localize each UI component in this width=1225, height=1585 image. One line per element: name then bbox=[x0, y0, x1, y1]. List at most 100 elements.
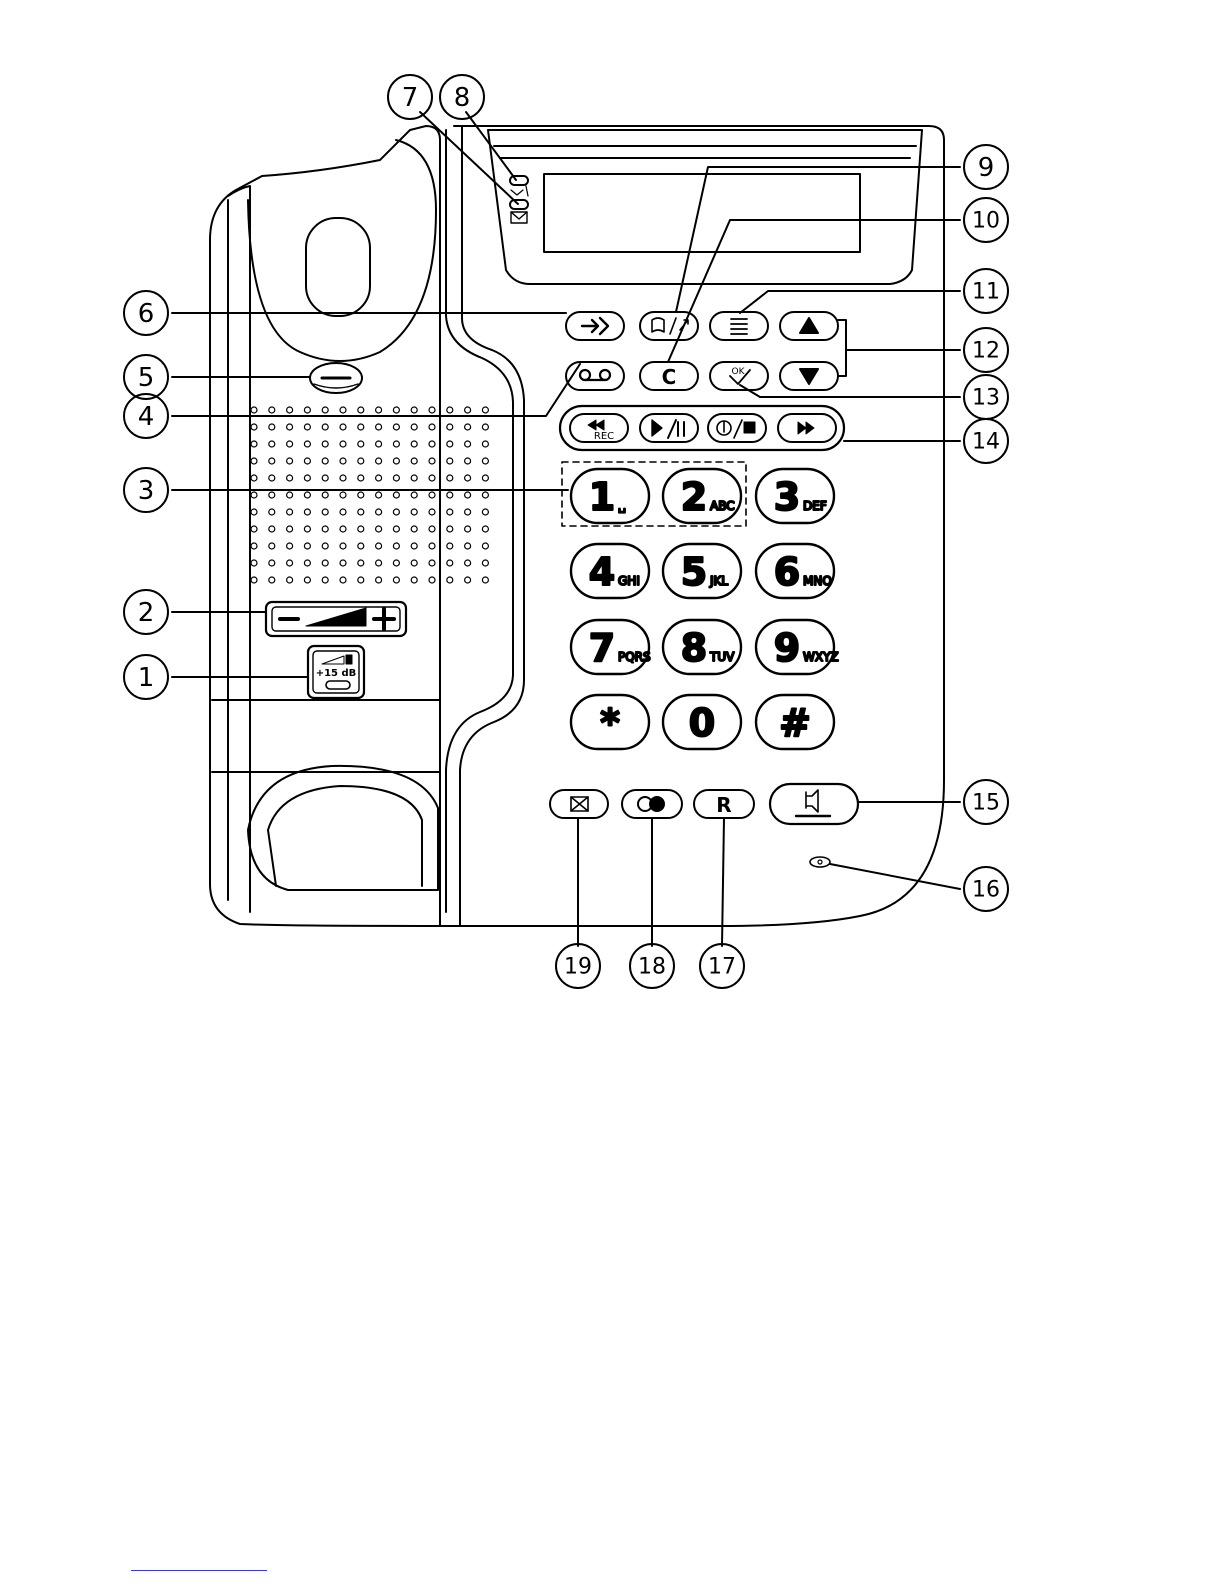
grille-hole bbox=[269, 458, 275, 464]
grille-hole bbox=[269, 441, 275, 447]
grille-hole bbox=[322, 509, 328, 515]
grille-hole bbox=[287, 492, 293, 498]
missed-call-led bbox=[510, 176, 528, 185]
grille-hole bbox=[465, 475, 471, 481]
callout-1: 1 bbox=[138, 663, 155, 693]
grille-hole bbox=[304, 458, 310, 464]
grille-hole bbox=[376, 526, 382, 532]
grille-hole bbox=[304, 424, 310, 430]
rewind-icon bbox=[588, 420, 604, 430]
key-digit: 6 bbox=[774, 550, 800, 594]
voicemail-button[interactable] bbox=[566, 362, 624, 390]
grille-hole bbox=[447, 492, 453, 498]
grille-hole bbox=[251, 475, 257, 481]
key-digit: 8 bbox=[681, 626, 707, 670]
grille-hole bbox=[465, 543, 471, 549]
grille-hole bbox=[269, 492, 275, 498]
grille-hole bbox=[482, 441, 488, 447]
grille-hole bbox=[340, 424, 346, 430]
callout-10: 10 bbox=[972, 209, 1000, 234]
grille-hole bbox=[447, 526, 453, 532]
grille-hole bbox=[411, 407, 417, 413]
footer-link-underline bbox=[131, 1570, 267, 1571]
key-digit: 3 bbox=[774, 475, 800, 519]
phonebook-redial-icon bbox=[652, 318, 688, 334]
callout-6: 6 bbox=[138, 299, 155, 329]
grille-hole bbox=[376, 543, 382, 549]
grille-hole bbox=[447, 441, 453, 447]
grille-hole bbox=[340, 509, 346, 515]
key-digit: * bbox=[600, 701, 620, 745]
grille-hole bbox=[376, 577, 382, 583]
key-digit: 5 bbox=[681, 550, 707, 594]
callout-15: 15 bbox=[972, 791, 1000, 816]
grille-hole bbox=[304, 475, 310, 481]
grille-hole bbox=[447, 509, 453, 515]
grille-hole bbox=[429, 509, 435, 515]
recall-label: R bbox=[716, 793, 731, 817]
hook-switch bbox=[306, 218, 370, 316]
grille-hole bbox=[251, 543, 257, 549]
callout-16: 16 bbox=[972, 878, 1000, 903]
menu-button[interactable] bbox=[710, 312, 768, 340]
up-arrow-icon bbox=[800, 318, 818, 333]
grille-hole bbox=[447, 475, 453, 481]
boost-label: +15 dB bbox=[316, 668, 357, 679]
speaker-button[interactable] bbox=[770, 784, 858, 824]
grille-hole bbox=[304, 543, 310, 549]
volume-plus-icon bbox=[374, 609, 394, 629]
key-digit: 7 bbox=[589, 626, 615, 670]
missed-call-icon bbox=[511, 186, 528, 196]
key-letters: MNO bbox=[803, 574, 832, 588]
grille-hole bbox=[482, 407, 488, 413]
callout-8: 8 bbox=[454, 83, 471, 113]
grille-hole bbox=[358, 543, 364, 549]
grille-hole bbox=[358, 441, 364, 447]
grille-hole bbox=[429, 492, 435, 498]
grille-hole bbox=[269, 543, 275, 549]
rec-label: REC bbox=[594, 431, 614, 442]
callout-2: 2 bbox=[138, 598, 155, 628]
key-letters: DEF bbox=[803, 499, 827, 513]
play-pause-icon bbox=[652, 420, 662, 436]
key-digit: 4 bbox=[589, 550, 615, 594]
display-bezel bbox=[488, 130, 922, 284]
grille-hole bbox=[358, 407, 364, 413]
grille-hole bbox=[482, 526, 488, 532]
grille-hole bbox=[287, 526, 293, 532]
key-letters: ␣ bbox=[618, 499, 626, 513]
callout-numbers: 1 2 3 4 5 6 7 8 9 10 11 12 13 14 15 16 1… bbox=[138, 83, 1000, 980]
grille-hole bbox=[287, 509, 293, 515]
grille-hole bbox=[358, 509, 364, 515]
grille-hole bbox=[251, 424, 257, 430]
grille-hole bbox=[358, 458, 364, 464]
grille-hole bbox=[411, 441, 417, 447]
grille-hole bbox=[322, 407, 328, 413]
grille-hole bbox=[411, 560, 417, 566]
grille-hole bbox=[411, 424, 417, 430]
grille-hole bbox=[447, 407, 453, 413]
grille-hole bbox=[340, 441, 346, 447]
key-letters: PQRS bbox=[618, 650, 651, 664]
callout-14: 14 bbox=[972, 430, 1000, 455]
ok-label: OK bbox=[732, 367, 746, 377]
grille-hole bbox=[340, 543, 346, 549]
grille-hole bbox=[411, 492, 417, 498]
grille-hole bbox=[465, 560, 471, 566]
grille-hole bbox=[304, 560, 310, 566]
earpiece-cup bbox=[248, 140, 436, 361]
grille-hole bbox=[304, 526, 310, 532]
enter-arrow-icon bbox=[582, 318, 608, 334]
grille-hole bbox=[287, 543, 293, 549]
grille-hole bbox=[482, 560, 488, 566]
grille-hole bbox=[411, 509, 417, 515]
grille-hole bbox=[269, 424, 275, 430]
grille-hole bbox=[251, 492, 257, 498]
callout-13: 13 bbox=[972, 386, 1000, 411]
grille-hole bbox=[322, 577, 328, 583]
phonebook-button[interactable] bbox=[640, 312, 698, 340]
callout-9: 9 bbox=[978, 153, 995, 183]
grille-hole bbox=[358, 492, 364, 498]
grille-hole bbox=[482, 492, 488, 498]
